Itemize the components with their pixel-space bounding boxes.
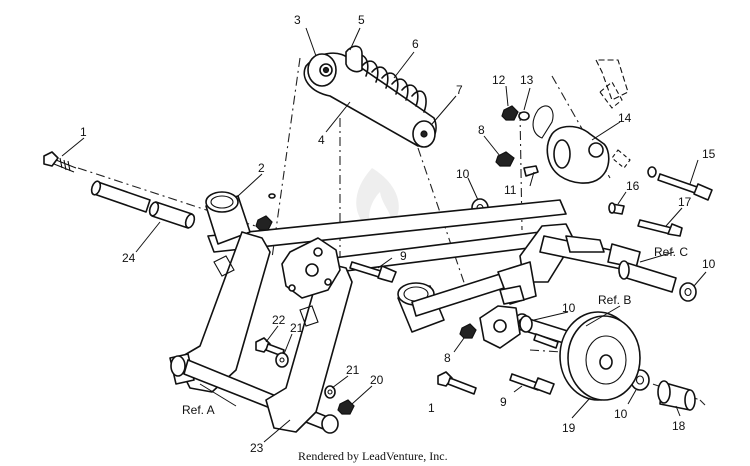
callout-21-upper: 21 [290,321,304,335]
callout-11: 11 [504,183,517,197]
callout-7: 7 [456,83,463,97]
right-arm [265,261,353,434]
callout-labels: 1 2 3 4 5 6 7 8 8 9 9 10 10 10 10 11 12 … [80,13,716,455]
callout-15: 15 [702,147,716,161]
bolt-17 [637,219,683,237]
leader-lines [61,27,707,443]
callout-3: 3 [294,13,301,27]
nut-left-bracket [255,193,276,231]
callout-12: 12 [492,73,506,87]
callout-20: 20 [370,373,384,387]
washer-10-b [679,282,697,302]
bushing-16 [608,202,625,215]
callout-10-a: 10 [456,167,470,181]
callout-4: 4 [318,133,325,147]
nuts-12-13 [501,105,530,121]
shock-absorber [303,45,437,148]
callout-23: 23 [250,441,264,455]
bolt-1-lower [437,371,477,395]
callout-8-lower: 8 [444,351,451,365]
callout-1-upper: 1 [80,125,87,139]
ref-a-label: Ref. A [182,403,215,417]
callout-24: 24 [122,251,136,265]
bolt-1-left [43,151,77,173]
render-credit: Rendered by LeadVenture, Inc. [298,449,448,463]
callout-9-upper: 9 [400,249,407,263]
washer-21-lower [324,385,336,399]
nut-20 [337,399,355,415]
rod-24 [90,180,196,229]
ref-b-label: Ref. B [598,293,631,307]
callout-10-b: 10 [702,257,716,271]
callout-6: 6 [412,37,419,51]
bolt-9-upper [349,261,397,283]
callout-5: 5 [358,13,365,27]
rear-arm [479,223,677,349]
callout-2: 2 [258,161,265,175]
mounting-plate [281,237,341,299]
ref-c-label: Ref. C [654,245,688,259]
bolt-9-lower [509,373,555,395]
callout-22: 22 [272,313,286,327]
bushing-18 [657,380,696,411]
nut-8-lower [459,323,477,339]
upper-bracket-hardware [532,59,631,169]
callout-19: 19 [562,421,576,435]
callout-9-lower: 9 [500,395,507,409]
callout-1-lower: 1 [428,401,435,415]
callout-21-lower: 21 [346,363,360,377]
sleeve-2 [205,191,251,245]
washer-21-left [275,352,289,368]
callout-10-c: 10 [562,301,576,315]
bracket-14 [546,125,610,184]
callout-10-d: 10 [614,407,628,421]
watermark-logo [356,168,399,232]
reference-labels: Ref. A Ref. B Ref. C [182,245,688,417]
nut-8-upper [495,151,539,177]
callout-8-upper: 8 [478,123,485,137]
callout-13: 13 [520,73,534,87]
sleeve-middle [397,273,505,333]
callout-14: 14 [618,111,632,125]
callout-17: 17 [678,195,692,209]
callout-18: 18 [672,419,686,433]
callout-16: 16 [626,179,640,193]
bolt-15 [647,166,713,201]
wheel-19 [559,311,641,401]
